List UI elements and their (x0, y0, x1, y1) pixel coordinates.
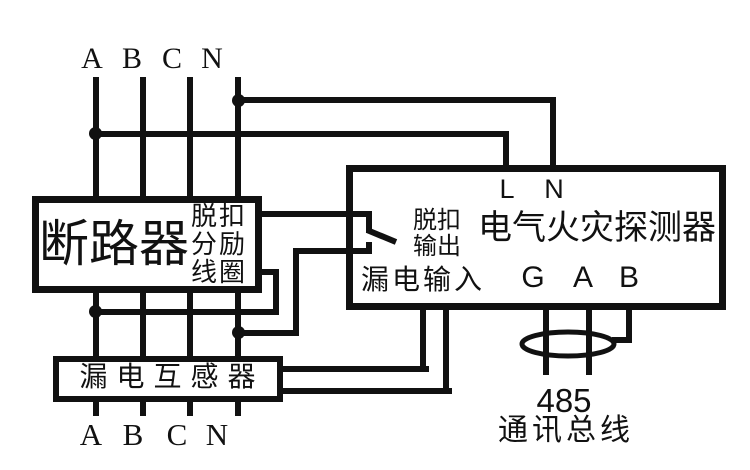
trip-to-neutral-wire (235, 330, 299, 336)
coil-drop-wire (273, 269, 279, 315)
bus-name-label: 通讯总线 (498, 414, 634, 447)
junction-dot-phase-a-top (89, 127, 102, 140)
phase-c-wire-bottom (187, 399, 193, 416)
terminal-l-label: L (499, 174, 515, 204)
trip-coil-label: 脱扣 分励 线圈 (190, 202, 248, 287)
detector-title: 电气火灾探测器 (478, 210, 716, 247)
phase-label-bottom-a: A (79, 417, 103, 452)
phase-a-wire-bottom (93, 399, 99, 416)
breaker-title: 断路器 (39, 216, 189, 272)
bus-g-wire (543, 305, 549, 375)
ct-upper-wire (279, 366, 429, 372)
bus-standard-label: 485 (536, 382, 592, 419)
terminal-n-label: N (544, 174, 564, 204)
phase-a-wire-mid (93, 291, 99, 358)
phase-b-wire-mid (140, 291, 146, 358)
circuit-breaker-box (32, 196, 262, 293)
fire-detector-box (346, 165, 726, 310)
phase-c-wire-mid (187, 291, 193, 358)
junction-dot-neutral-low (232, 326, 245, 339)
terminal-a-label: A (572, 261, 594, 294)
junction-dot-phase-a-low (89, 305, 102, 318)
phase-label-top-n: N (201, 42, 223, 75)
terminal-g-label: G (521, 261, 545, 294)
trip-wire-upper (256, 211, 372, 217)
phase-b-wire-bottom (140, 399, 146, 416)
leakage-input-label: 漏电输入 (360, 265, 486, 296)
terminal-l-wire (503, 131, 509, 172)
neutral-wire-mid (235, 291, 241, 358)
live-feed-wire (96, 131, 509, 137)
neutral-feed-wire (235, 97, 556, 103)
ct-lower-wire (279, 388, 452, 394)
phase-label-top-a: A (81, 42, 103, 75)
trip-wire-lower (293, 248, 372, 254)
phase-label-bottom-n: N (205, 417, 229, 452)
leakage-ct-label: 漏电互感器 (79, 362, 265, 393)
leakage-ct-box (53, 356, 283, 402)
phase-b-wire-top (140, 77, 146, 198)
trip-output-label: 脱扣 输出 (413, 208, 461, 260)
bus-coupler-ring (519, 329, 617, 359)
neutral-wire-bottom (235, 399, 241, 416)
terminal-n-wire (550, 97, 556, 172)
phase-label-bottom-b: B (122, 417, 144, 452)
trip-return-wire (293, 248, 299, 336)
bus-a-wire (586, 305, 592, 375)
ct-lower-riser (443, 305, 449, 394)
phase-label-top-b: B (121, 42, 143, 75)
coil-exit-wire (256, 269, 279, 275)
junction-dot-neutral-top (232, 94, 245, 107)
phase-label-top-c: C (161, 42, 183, 75)
coil-to-phase-a-wire (93, 309, 279, 315)
phase-label-bottom-c: C (166, 417, 188, 452)
ct-upper-riser (420, 305, 426, 372)
neutral-wire-top (235, 77, 241, 198)
switch-upper-hook (366, 211, 372, 233)
terminal-b-label: B (618, 261, 640, 294)
phase-c-wire-top (187, 77, 193, 198)
bus-b-wire (626, 305, 632, 342)
bus-b-hook-wire (612, 337, 632, 343)
